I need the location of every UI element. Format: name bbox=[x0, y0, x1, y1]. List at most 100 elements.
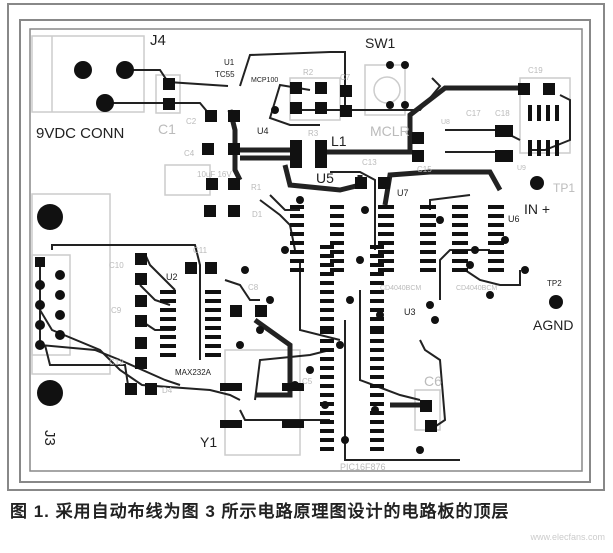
pad bbox=[378, 250, 394, 254]
pad bbox=[255, 305, 267, 317]
label-c7: C7 bbox=[340, 73, 351, 82]
pad bbox=[205, 317, 221, 321]
pad bbox=[543, 83, 555, 95]
pad bbox=[290, 259, 304, 263]
figure-caption: 图 1. 采用自动布线为图 3 所示电路原理图设计的电路板的顶层 bbox=[10, 502, 510, 521]
ic-footprints bbox=[160, 61, 559, 454]
pad bbox=[163, 78, 175, 90]
pad bbox=[370, 290, 384, 294]
pad bbox=[135, 337, 147, 349]
pad bbox=[420, 400, 432, 412]
pad bbox=[320, 245, 334, 249]
pad bbox=[452, 268, 468, 272]
label-c18: C18 bbox=[495, 109, 510, 118]
pad bbox=[370, 348, 384, 352]
pad bbox=[320, 393, 334, 397]
pad bbox=[135, 315, 147, 327]
pad bbox=[555, 105, 559, 121]
via bbox=[291, 381, 299, 389]
label-c10: C10 bbox=[109, 261, 124, 270]
pad bbox=[370, 263, 384, 267]
label-pic16f876: PIC16F876 bbox=[340, 462, 386, 472]
label-c19: C19 bbox=[528, 66, 543, 75]
pad bbox=[160, 290, 176, 294]
pad bbox=[230, 305, 242, 317]
pad bbox=[320, 299, 334, 303]
label-d1: D1 bbox=[252, 210, 263, 219]
pad bbox=[135, 295, 147, 307]
pad bbox=[160, 326, 176, 330]
pad bbox=[420, 268, 436, 272]
pad bbox=[420, 250, 436, 254]
pad bbox=[370, 245, 384, 249]
pad bbox=[228, 110, 240, 122]
pad bbox=[378, 205, 394, 209]
via bbox=[471, 246, 479, 254]
pad bbox=[202, 143, 214, 155]
label-u8: U8 bbox=[441, 119, 450, 126]
label-c8: C8 bbox=[248, 283, 259, 292]
pad bbox=[555, 140, 559, 156]
pad bbox=[370, 281, 384, 285]
pad bbox=[320, 326, 334, 330]
pad bbox=[420, 232, 436, 236]
via bbox=[436, 216, 444, 224]
pad bbox=[320, 357, 334, 361]
pad bbox=[320, 330, 334, 334]
pad bbox=[135, 357, 147, 369]
pad bbox=[160, 308, 176, 312]
pad bbox=[205, 290, 221, 294]
label-u3: U3 bbox=[404, 307, 416, 317]
pad bbox=[370, 438, 384, 442]
pad bbox=[160, 299, 176, 303]
via bbox=[361, 206, 369, 214]
label-sw1: SW1 bbox=[365, 35, 396, 51]
label-u7-part: CD4040BCM bbox=[380, 285, 421, 292]
pad bbox=[330, 214, 344, 218]
via bbox=[386, 101, 394, 109]
pad bbox=[370, 254, 384, 258]
pad bbox=[320, 290, 334, 294]
pad bbox=[320, 339, 334, 343]
pad bbox=[160, 317, 176, 321]
label-c5: C5 bbox=[302, 377, 313, 386]
pad bbox=[320, 384, 334, 388]
pad bbox=[412, 132, 424, 144]
via bbox=[426, 301, 434, 309]
pad bbox=[420, 214, 436, 218]
label-u6: U6 bbox=[508, 214, 520, 224]
via bbox=[321, 401, 329, 409]
label-r3: R3 bbox=[308, 129, 319, 138]
pad bbox=[228, 143, 240, 155]
pad bbox=[290, 205, 304, 209]
via bbox=[341, 436, 349, 444]
pcb-top-layer: J4 9VDC CONN J3 SW1 MCLR U1 TC55 MCP100 … bbox=[7, 3, 605, 491]
label-mcp100: MCP100 bbox=[251, 77, 278, 84]
via bbox=[431, 316, 439, 324]
pad bbox=[452, 205, 468, 209]
connector-holes bbox=[37, 61, 563, 406]
pad bbox=[320, 254, 334, 258]
pad bbox=[185, 262, 197, 274]
pad bbox=[537, 105, 541, 121]
label-u7: U7 bbox=[397, 188, 409, 198]
label-9vdc-conn: 9VDC CONN bbox=[36, 125, 124, 142]
pad bbox=[370, 402, 384, 406]
pad bbox=[320, 317, 334, 321]
pad bbox=[370, 272, 384, 276]
pad bbox=[488, 268, 504, 272]
via bbox=[386, 61, 394, 69]
via bbox=[501, 236, 509, 244]
pad bbox=[452, 250, 468, 254]
pad bbox=[378, 214, 394, 218]
pad bbox=[452, 223, 468, 227]
pad bbox=[370, 366, 384, 370]
pad bbox=[370, 375, 384, 379]
pad bbox=[160, 335, 176, 339]
pad bbox=[290, 268, 304, 272]
board-outline bbox=[7, 3, 605, 491]
label-j3: J3 bbox=[41, 430, 58, 446]
label-u5: U5 bbox=[316, 170, 334, 186]
pad bbox=[163, 98, 175, 110]
pad bbox=[220, 383, 242, 391]
